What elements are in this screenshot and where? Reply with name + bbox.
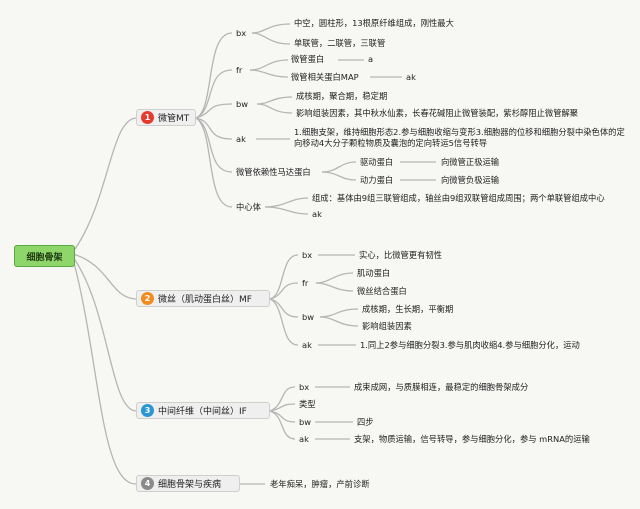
number-badge-4: 4 — [141, 477, 154, 490]
number-badge-3: 3 — [141, 404, 154, 417]
if-bx-leaf[interactable]: 成束成网，与质膜相连，最稳定的细胞骨架成分 — [354, 382, 529, 392]
disease-leaf[interactable]: 老年痴呆，肿瘤，产前诊断 — [270, 479, 370, 489]
mt-centrosome-leaf-2[interactable]: ak — [312, 209, 322, 219]
if-ak-node[interactable]: ak — [299, 434, 309, 444]
mt-bx-node[interactable]: bx — [236, 28, 247, 38]
if-bw-node[interactable]: bw — [299, 417, 312, 427]
if-ak-leaf[interactable]: 支架，物质运输，信号转导，参与细胞分化，参与 mRNA的运输 — [354, 434, 590, 444]
mt-motor-leaf-1a[interactable]: 向微管正极运输 — [441, 157, 500, 167]
mt-centrosome-node[interactable]: 中心体 — [236, 202, 261, 212]
if-bw-leaf[interactable]: 四步 — [357, 417, 374, 427]
if-bx-node[interactable]: bx — [299, 382, 310, 392]
mf-bx-node[interactable]: bx — [302, 250, 313, 260]
branch-mf-label: 微丝（肌动蛋白丝）MF — [158, 295, 252, 305]
branch-disease[interactable]: 4 细胞骨架与疾病 — [136, 475, 240, 492]
mt-fr-leaf-1[interactable]: 微管蛋白 — [291, 54, 325, 64]
mt-centrosome-leaf-1[interactable]: 组成：基体由9组三联管组成，轴丝由9组双联管组成周围；两个单联管组成中心 — [312, 193, 605, 203]
mt-bx-leaf-2[interactable]: 单联管，二联管，三联管 — [294, 38, 386, 48]
mt-bw-leaf-1[interactable]: 成核期，聚合期，稳定期 — [296, 91, 388, 101]
mt-bx-leaf-1[interactable]: 中空，圆柱形，13根原纤维组成，刚性最大 — [294, 18, 454, 28]
mt-motor-leaf-1[interactable]: 驱动蛋白 — [360, 157, 394, 167]
mf-fr-leaf-2[interactable]: 微丝结合蛋白 — [357, 286, 407, 296]
branch-disease-label: 细胞骨架与疾病 — [158, 480, 222, 490]
mt-fr-leaf-2a[interactable]: ak — [406, 72, 416, 82]
mf-ak-node[interactable]: ak — [302, 340, 312, 350]
mt-fr-leaf-2[interactable]: 微管相关蛋白MAP — [291, 72, 359, 82]
branch-mt[interactable]: 1 微管MT — [136, 109, 196, 126]
mt-ak-node[interactable]: ak — [236, 134, 246, 144]
mt-motor-leaf-2[interactable]: 动力蛋白 — [360, 175, 394, 185]
branch-mf[interactable]: 2 微丝（肌动蛋白丝）MF — [136, 290, 270, 307]
mf-bw-leaf-1[interactable]: 成核期，生长期，平衡期 — [362, 304, 454, 314]
mt-ak-leaf[interactable]: 1.细胞支架，维持细胞形态2.参与细胞收缩与变形3.细胞器的位移和细胞分裂中染色… — [294, 127, 625, 148]
mt-fr-leaf-1a[interactable]: a — [368, 54, 374, 64]
mt-bw-leaf-2[interactable]: 影响组装因素，其中秋水仙素，长春花碱阻止微管装配，紫杉醇阻止微管解聚 — [296, 108, 579, 118]
number-badge-2: 2 — [141, 292, 154, 305]
branch-mt-label: 微管MT — [158, 114, 190, 124]
mf-bw-node[interactable]: bw — [302, 312, 315, 322]
mt-fr-node[interactable]: fr — [236, 65, 243, 75]
mf-fr-node[interactable]: fr — [302, 278, 309, 288]
mf-bx-leaf[interactable]: 实心，比微管更有韧性 — [359, 250, 442, 260]
if-type-node[interactable]: 类型 — [299, 399, 316, 409]
mt-motor-leaf-2a[interactable]: 向微管负极运输 — [441, 175, 500, 185]
mf-bw-leaf-2[interactable]: 影响组装因素 — [362, 321, 412, 331]
mt-motor-node[interactable]: 微管依赖性马达蛋白 — [236, 167, 311, 177]
branch-if-label: 中间纤维（中间丝）IF — [158, 407, 247, 417]
mf-fr-leaf-1[interactable]: 肌动蛋白 — [357, 268, 391, 278]
mt-bw-node[interactable]: bw — [236, 99, 249, 109]
branch-if[interactable]: 3 中间纤维（中间丝）IF — [136, 402, 270, 419]
root-node[interactable]: 细胞骨架 — [14, 245, 75, 267]
mf-ak-leaf[interactable]: 1.同上2参与细胞分裂3.参与肌肉收缩4.参与细胞分化，运动 — [360, 340, 580, 350]
number-badge-1: 1 — [141, 111, 154, 124]
